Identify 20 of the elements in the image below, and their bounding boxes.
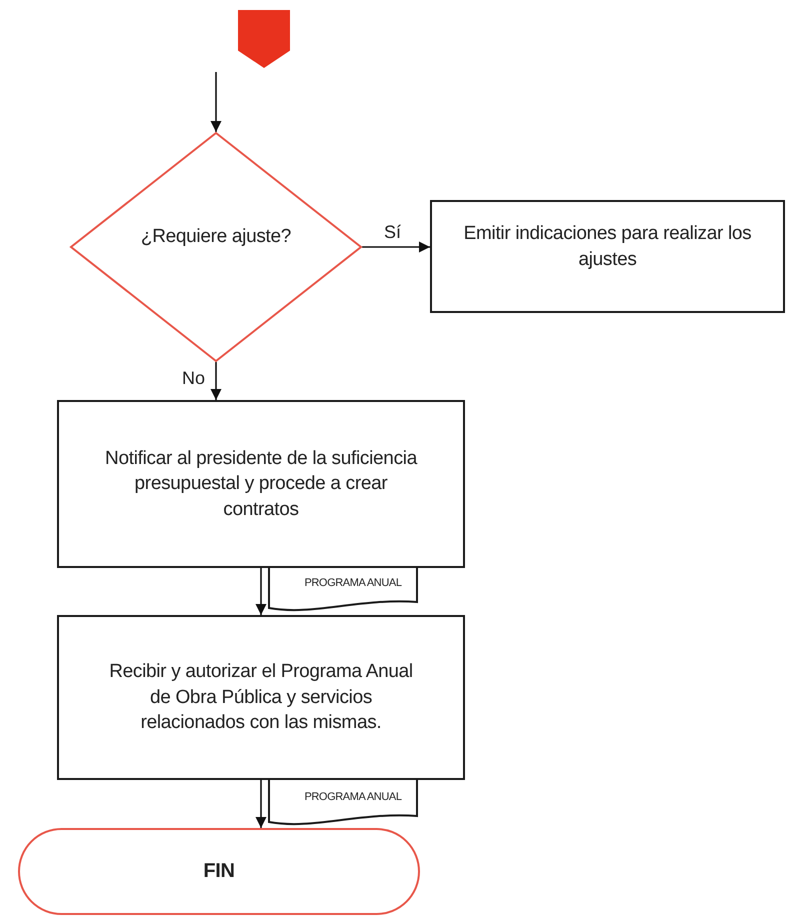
arrow: [210, 362, 222, 400]
step-text: Recibir y autorizar el Programa Anual de Obra Pública y servicios relacionados con las mismas.: [108, 660, 414, 736]
process-box: [430, 200, 785, 313]
terminator-label: FIN: [203, 859, 235, 884]
document-label: PROGRAMA ANUAL: [304, 790, 402, 804]
arrow: [362, 241, 430, 253]
step-text: Emitir indicaciones para realizar los ajustes: [462, 222, 752, 272]
process-box: [57, 615, 465, 780]
step-text: ¿Requiere ajuste?: [140, 225, 292, 250]
document-shape: [268, 566, 418, 614]
decision-diamond: [70, 132, 362, 362]
document-label: PROGRAMA ANUAL: [304, 576, 402, 590]
arrow: [255, 780, 267, 828]
terminator: [18, 828, 420, 915]
arrow: [255, 568, 267, 615]
off-page-connector: [238, 10, 290, 68]
step-text: Notificar al presidente de la suficiencia presupuestal y procede a crear contratos: [104, 446, 418, 522]
arrow: [210, 72, 222, 132]
document-shape: [268, 780, 418, 828]
process-box: [57, 400, 465, 568]
